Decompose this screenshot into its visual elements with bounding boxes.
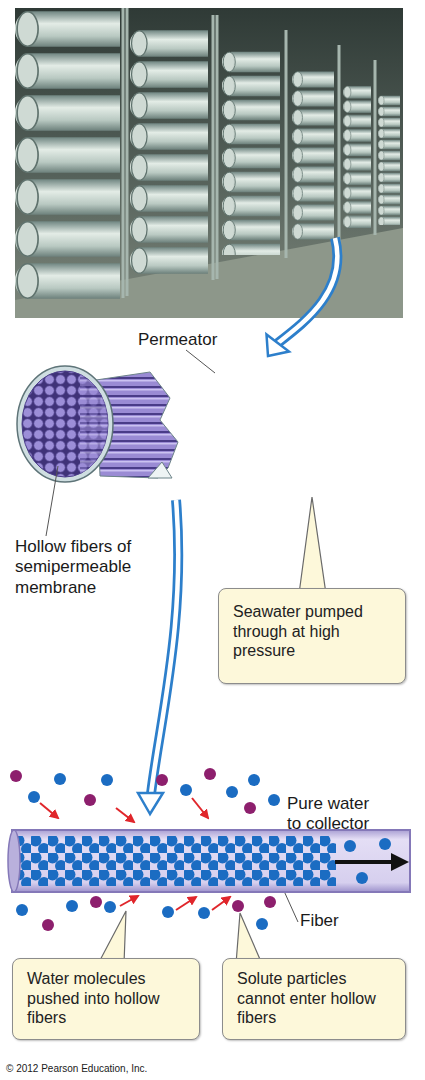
solute-particle: [264, 896, 276, 908]
water-molecule: [344, 840, 356, 852]
shell-notch: [148, 462, 172, 478]
water-molecule: [28, 791, 40, 803]
permeator-cylinder: [17, 366, 410, 482]
permeator-rack: [130, 28, 208, 278]
pipe: [374, 60, 377, 235]
shell-edge: [65, 481, 410, 483]
part-label: Fiber: [300, 911, 360, 931]
solute-particle: [244, 802, 256, 814]
zoom-arrow-shaft: [278, 238, 338, 343]
shell-body: [65, 366, 410, 482]
water-molecule: [66, 900, 78, 912]
zoom-arrow-head: [138, 793, 163, 814]
outside-molecules: [10, 768, 280, 931]
photo-background: [15, 8, 403, 318]
water-flow-arrow: [212, 897, 230, 910]
solute-particle: [84, 794, 96, 806]
water-molecule: [104, 901, 116, 913]
permeator-rack: [15, 8, 120, 302]
callout-box: Seawater pumped through at high pressure: [218, 588, 406, 684]
zoom-arrow-shaft: [151, 500, 178, 794]
callout-box: Solute particles cannot enter hollow fib…: [222, 958, 406, 1040]
solute-particle: [156, 774, 168, 786]
water-flow-arrow: [176, 897, 196, 910]
leader-line: [186, 350, 215, 373]
flow-arrow-head: [391, 853, 409, 871]
water-molecule: [356, 872, 368, 884]
zoom-arrow-shaft: [278, 238, 338, 343]
shell-edge: [65, 365, 410, 367]
permeator-rack: [343, 85, 371, 230]
zoom-arrow-head: [267, 335, 290, 357]
water-flow-arrow: [116, 808, 134, 822]
pipe: [285, 30, 288, 258]
solute-particle: [232, 900, 244, 912]
zoom-arrow: [267, 238, 338, 356]
water-molecule: [101, 774, 113, 786]
leader-line: [46, 466, 58, 536]
water-flow-arrow: [192, 798, 208, 818]
zoom-arrow: [138, 500, 178, 814]
water-flow-arrow: [40, 803, 58, 818]
water-molecule: [16, 904, 28, 916]
pipe: [216, 15, 219, 279]
part-label: Hollow fibers of semipermeable membrane: [15, 537, 140, 598]
callout-text: Solute particles cannot enter hollow fib…: [237, 969, 395, 1028]
fiber-tube: [12, 830, 410, 892]
fiber-bundle-depth: [80, 370, 120, 480]
pipe: [126, 8, 129, 296]
fiber-end: [8, 830, 20, 892]
callout-pointer: [98, 911, 126, 964]
water-molecule: [54, 773, 66, 785]
permeator-shell: [65, 366, 410, 482]
water-molecule: [256, 918, 268, 930]
permeator-rack: [378, 95, 400, 225]
water-molecule: [248, 774, 260, 786]
water-in-fiber: [18, 836, 336, 886]
water-flow-arrows: [40, 798, 230, 910]
part-label: Permeator: [138, 330, 258, 350]
fiber-detail: [8, 768, 410, 931]
callout-text: Water molecules pushed into hollow fiber…: [27, 969, 189, 1028]
plant-photo: [15, 8, 403, 318]
solute-particle: [204, 768, 216, 780]
water-molecule: [268, 794, 280, 806]
water-molecule: [379, 838, 391, 850]
callout-box: Water molecules pushed into hollow fiber…: [12, 958, 200, 1040]
callout-pointer: [299, 497, 326, 594]
leader-line: [284, 891, 298, 922]
zoom-arrow-shaft: [151, 500, 178, 794]
part-label: Pure water to collector: [287, 794, 379, 835]
permeator-rack: [222, 50, 280, 255]
callout-text: Seawater pumped through at high pressure: [233, 602, 393, 661]
solute-particle: [10, 770, 22, 782]
water-molecule: [180, 784, 192, 796]
solute-particle: [42, 919, 54, 931]
pipe: [122, 8, 125, 298]
fiber-rods: [80, 370, 120, 480]
permeator-rack: [292, 70, 334, 240]
pipe: [212, 15, 215, 280]
water-molecule: [162, 906, 174, 918]
water-flow-arrow: [120, 896, 138, 906]
water-molecule: [198, 907, 210, 919]
flow-arrow: [335, 860, 392, 864]
solute-particle: [90, 896, 102, 908]
pipe: [338, 45, 341, 245]
water-molecule: [226, 786, 238, 798]
copyright-note: © 2012 Pearson Education, Inc.: [6, 1063, 306, 1075]
